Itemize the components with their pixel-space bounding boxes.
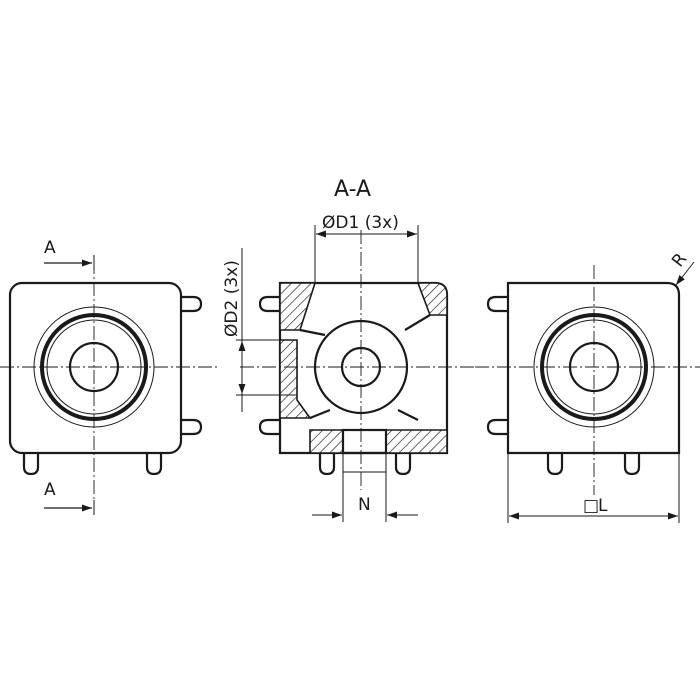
hatch-left [279, 339, 312, 419]
section-pins-bottom [318, 453, 412, 476]
hatch-top-right [416, 282, 448, 316]
section-view: A-A ØD1 (3x) [222, 177, 480, 522]
left-pins-bottom [22, 453, 163, 476]
left-pins-right [181, 295, 203, 436]
dim-n-label: N [358, 495, 371, 515]
right-pins-left [486, 295, 508, 436]
left-body-outline [8, 281, 183, 455]
dim-l-square-symbol: □ [583, 496, 599, 516]
dim-r-leader [675, 261, 695, 286]
hatch-bottom-left [309, 429, 344, 454]
section-arrow-top-label: A [44, 238, 56, 258]
right-pins-bottom [546, 453, 641, 476]
hatch-top-left [279, 282, 317, 331]
dim-l-label: L [598, 496, 608, 516]
section-title: A-A [334, 177, 371, 202]
hatch-bottom-right [385, 429, 448, 454]
dim-d2-label: ØD2 (3x) [222, 260, 242, 337]
dim-r-label: R [668, 249, 691, 271]
right-body-outline [506, 281, 681, 455]
section-arrow-bottom-label: A [44, 480, 56, 500]
left-view: A A [0, 238, 220, 515]
right-view: R □ L [475, 249, 700, 523]
section-bottom-slot [341, 428, 388, 455]
dim-d1-label: ØD1 (3x) [322, 213, 399, 233]
section-pins-left [258, 295, 280, 436]
